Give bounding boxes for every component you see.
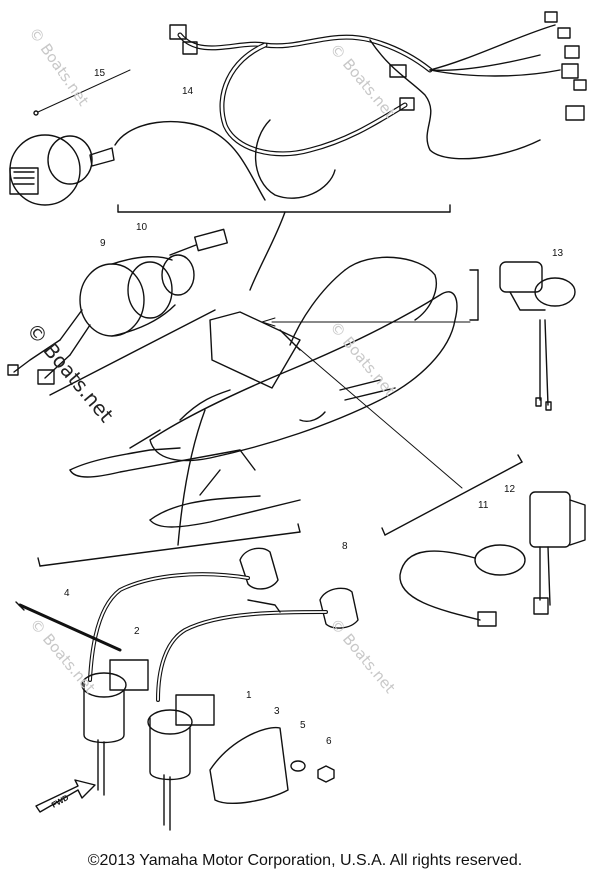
part-number-13: 13 [552,248,564,259]
electrical-parts-diagram [7,11,587,831]
part-number-1: 1 [246,690,252,701]
part-number-9: 9 [100,238,106,249]
copyright-notice: ©2013 Yamaha Motor Corporation, U.S.A. A… [87,852,523,869]
part-number-4: 4 [64,588,70,599]
ignition-coils [15,547,359,831]
part-number-12: 12 [504,484,516,495]
part-number-3: 3 [274,706,280,717]
part-number-10: 10 [136,222,148,233]
switch-11-12 [399,491,586,627]
part-number-15: 15 [94,68,106,79]
main-switch [9,69,131,206]
snowmobile-chassis [69,256,458,528]
wire-harness [114,11,587,201]
headlight [7,228,229,385]
part-number-11: 11 [478,500,489,511]
part-number-5: 5 [300,720,306,731]
part-number-6: 6 [326,736,332,747]
part-number-8: 8 [342,541,348,552]
switch-13 [499,261,576,411]
part-number-2: 2 [134,626,140,637]
part-number-14: 14 [182,86,194,97]
forward-arrow [35,779,96,813]
